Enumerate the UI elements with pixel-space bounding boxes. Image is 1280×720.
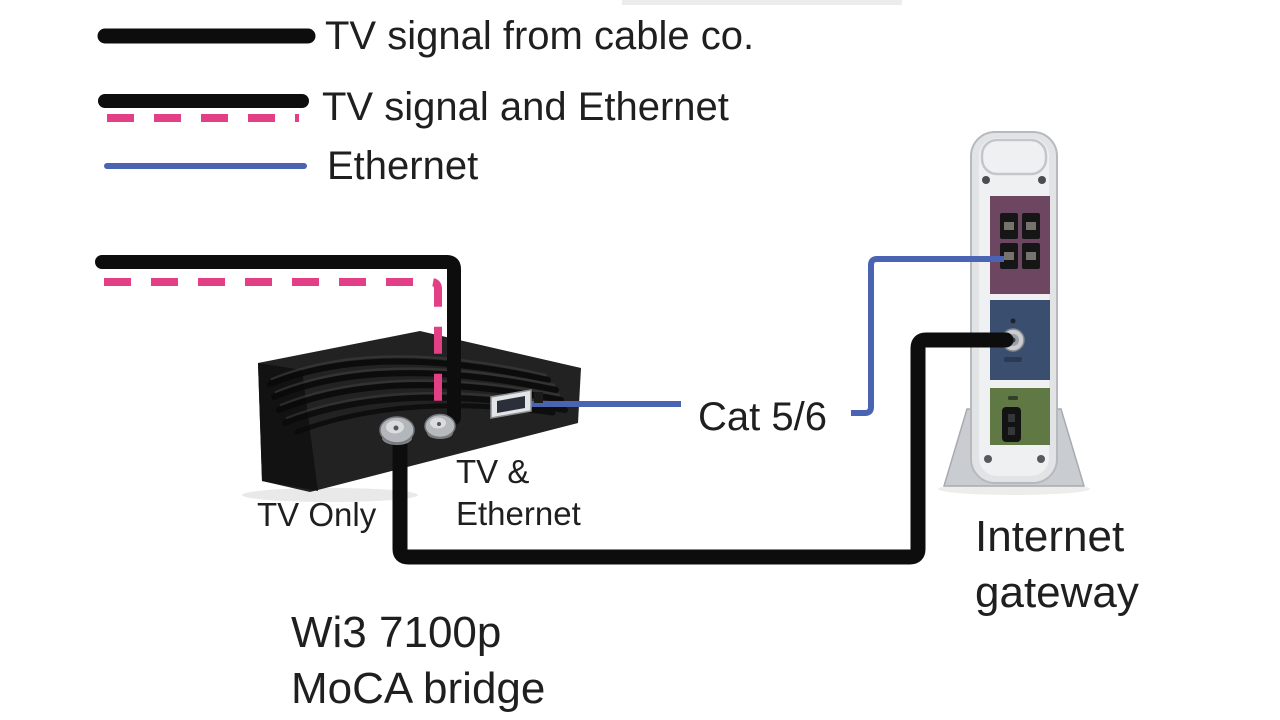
gateway-power-connector <box>1002 407 1021 442</box>
bridge-device-label-line1: Wi3 7100p <box>291 608 502 657</box>
ethernet-port-2-clip <box>1026 222 1036 230</box>
cable-ethernet-gateway-segment <box>851 256 1004 416</box>
ethernet-port-1-clip <box>1004 222 1014 230</box>
gateway-ethernet-ports <box>1000 213 1040 269</box>
bridge-device-label: Wi3 7100p MoCA bridge <box>291 605 545 717</box>
bridge-device-label-line2: MoCA bridge <box>291 664 546 713</box>
gateway-screw-top-right <box>1038 176 1046 184</box>
gateway-top-handle <box>980 138 1048 176</box>
bridge-port-label-tv-ethernet: TV & Ethernet <box>456 451 581 535</box>
bridge-connector-tv-ethernet <box>424 413 456 439</box>
cat56-cable-label: Cat 5/6 <box>698 395 827 439</box>
bridge-port-notch <box>534 392 543 403</box>
gateway-coax-label-mark <box>1004 357 1022 362</box>
legend-label-coax-ethernet: TV signal and Ethernet <box>322 85 729 129</box>
internet-gateway-device <box>942 131 1086 487</box>
legend-label-ethernet: Ethernet <box>327 144 479 188</box>
bridge-port-label-tv-ethernet-line2: Ethernet <box>456 495 581 532</box>
gateway-ethernet-panel <box>990 196 1050 294</box>
gateway-power-pin-2 <box>1008 427 1015 435</box>
gateway-device-label-line2: gateway <box>975 568 1139 617</box>
gateway-device-label-line1: Internet <box>975 512 1125 561</box>
gateway-power-pin-1 <box>1008 414 1015 422</box>
bridge-ethernet-port <box>490 389 543 419</box>
gateway-screw-bottom-left <box>984 455 992 463</box>
bridge-port-label-tv-ethernet-line1: TV & <box>456 453 530 490</box>
legend-label-coax: TV signal from cable co. <box>325 14 755 58</box>
cable-coax-from-cable-co <box>95 255 461 425</box>
ethernet-port-4-clip <box>1026 252 1036 260</box>
gateway-screw-top-left <box>982 176 990 184</box>
gateway-screw-bottom-right <box>1037 455 1045 463</box>
gateway-coax-led <box>1010 318 1016 324</box>
ethernet-port-3-clip <box>1004 252 1014 260</box>
cable-coax-bridge-to-gateway <box>392 332 1014 565</box>
bridge-port-label-tv-only: TV Only <box>257 496 377 533</box>
bridge-connector-tv-only <box>379 416 415 445</box>
gateway-device-label: Internet gateway <box>975 509 1139 621</box>
gateway-power-label-mark <box>1008 396 1018 400</box>
top-edge-artifact <box>622 0 902 5</box>
bridge-shadow <box>242 488 418 502</box>
cable-moca-dash-overlay <box>104 278 442 414</box>
